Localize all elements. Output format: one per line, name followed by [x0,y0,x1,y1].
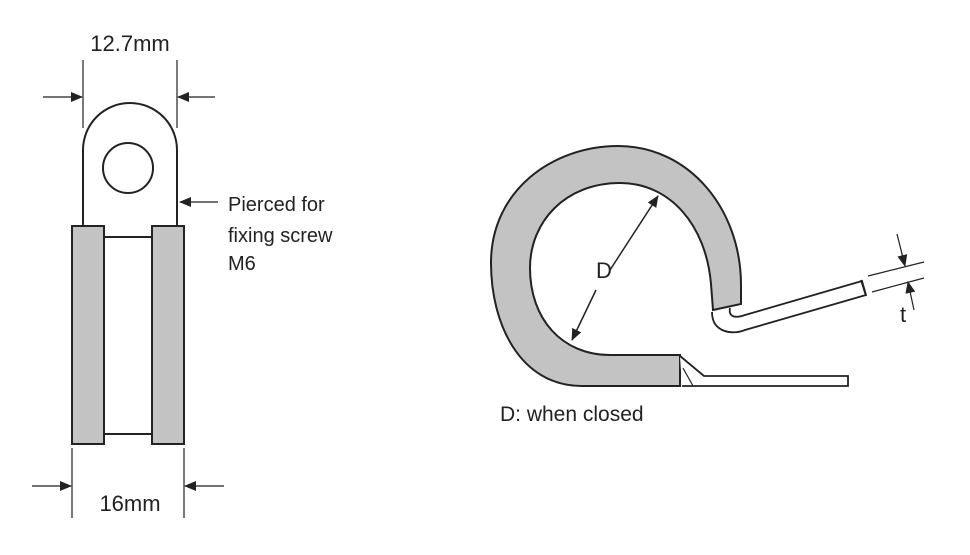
rubber-strip-left [71,225,105,445]
thickness-label: t [900,302,906,327]
pierced-label-line2: fixing screw [228,225,333,247]
bottom-width-label: 16mm [99,491,160,516]
pierced-label-line1: Pierced for [228,194,325,216]
side-view: D D: when closed t [489,144,925,426]
thickness-ext-bottom [871,277,925,293]
diameter-arrow [609,195,659,271]
top-width-label: 12.7mm [90,31,169,56]
rubber-strip-right [151,225,185,445]
pierced-label-line3: M6 [228,253,256,275]
diameter-label: D [596,258,612,283]
mounting-hole [102,142,154,194]
lower-metal-strip [679,355,849,387]
lower-strip-inner [682,367,694,387]
front-view: 12.7mm 16mm Pierced for fixing screw M6 [32,31,333,518]
thickness-arrow-bottom [905,281,916,311]
metal-band [102,236,154,435]
thickness-ext-top [867,261,925,277]
thickness-arrow-top [896,233,908,267]
diameter-note: D: when closed [500,403,644,426]
upper-strip-end [860,279,867,297]
rubber-lining [489,144,742,387]
diameter-arrow-lower [571,289,597,341]
